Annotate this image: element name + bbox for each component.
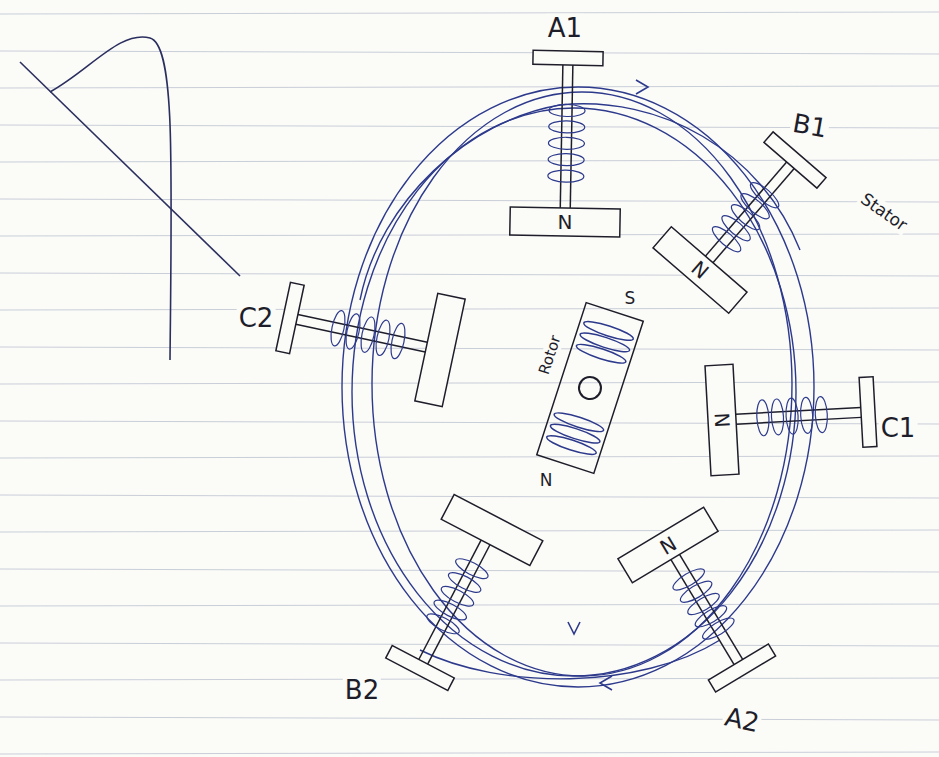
- ruled-line: [0, 569, 939, 572]
- rotor-polarity: N: [538, 471, 555, 490]
- ruled-line: [0, 347, 939, 350]
- pole-name: A2: [720, 702, 763, 738]
- stator-pole: [653, 122, 837, 313]
- ruled-line: [0, 12, 939, 14]
- pole-name: C1: [879, 414, 918, 443]
- pole-name: B2: [343, 676, 381, 705]
- ruled-line: [0, 717, 939, 720]
- part-name: Stator: [856, 188, 913, 235]
- stator-pole: [272, 263, 465, 407]
- ruled-line: [0, 456, 939, 458]
- stator-poles: [272, 50, 878, 700]
- stator-winding-loops: [342, 87, 814, 687]
- pole-polarity: N: [556, 211, 575, 233]
- direction-arrows: [568, 80, 648, 690]
- ruled-line: [0, 752, 939, 754]
- ruled-paper: [0, 12, 939, 754]
- part-name: Rotor: [535, 331, 564, 378]
- crossed-out-scribble: [20, 37, 240, 360]
- ruled-line: [0, 234, 939, 236]
- ruled-line: [0, 382, 939, 384]
- pole-name: C2: [237, 304, 276, 333]
- rotor-polarity: S: [623, 289, 638, 308]
- ruled-line: [0, 678, 939, 680]
- ruled-line: [0, 51, 939, 54]
- ruled-line: [0, 308, 939, 310]
- pole-name: B1: [789, 109, 832, 144]
- ruled-line: [0, 273, 939, 276]
- stator-pole: [705, 357, 878, 476]
- stator-pole: [510, 50, 623, 237]
- stator-pole: [372, 494, 542, 697]
- ruled-line: [0, 199, 939, 202]
- ruled-line: [0, 86, 939, 88]
- stator-pole: [618, 507, 789, 700]
- pole-name: A1: [546, 14, 584, 43]
- rotor-magnet: [537, 303, 644, 474]
- pole-polarity: N: [711, 410, 734, 430]
